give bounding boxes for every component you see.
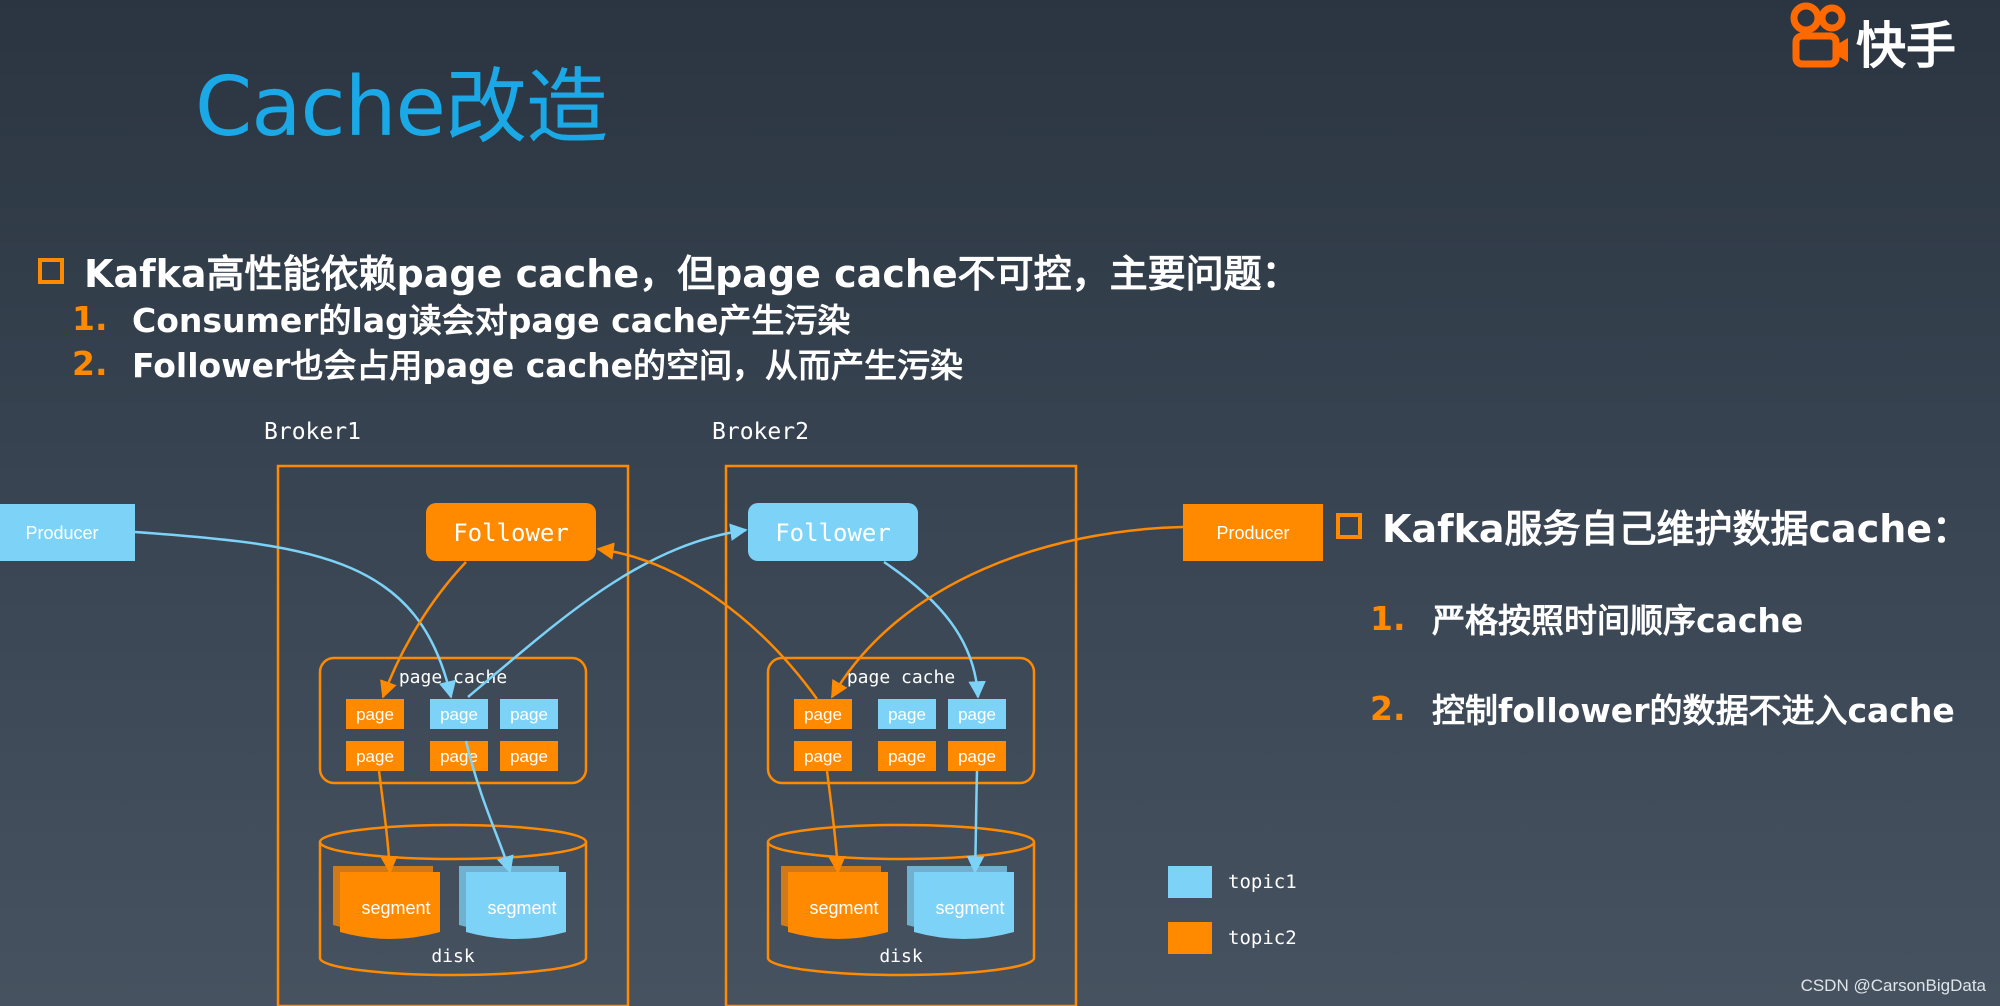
page-label: page [440, 705, 478, 724]
broker2-pages: page page page page page page [794, 699, 1006, 771]
square-bullet-icon [38, 257, 64, 284]
broker1-box [276, 464, 630, 1006]
legend-label-topic2: topic2 [1228, 927, 1297, 949]
page-topic2 [878, 741, 936, 771]
arrow-page-to-segment [966, 770, 985, 874]
problem-item: 1. Consumer的lag读会对page cache产生污染 [72, 294, 850, 342]
problem-item-number: 2. [72, 343, 108, 383]
page-topic1 [948, 699, 1006, 729]
page-label: page [356, 747, 394, 766]
page-topic2 [346, 699, 404, 729]
broker2-label: Broker2 [712, 419, 809, 445]
segment-topic1 [907, 866, 1014, 939]
segment-label: segment [487, 898, 556, 918]
producer-topic1-label: Producer [25, 523, 98, 543]
segment-topic2 [781, 866, 888, 939]
problem-item-text: Follower也会占用page cache的空间，从而产生污染 [132, 346, 963, 385]
broker1-pages: page page page page page page [346, 699, 558, 771]
legend-swatch-topic2 [1168, 922, 1212, 954]
solution-item-number: 2. [1370, 688, 1406, 728]
page-topic2 [794, 699, 852, 729]
producer-topic2-label: Producer [1216, 523, 1289, 543]
page-label: page [888, 747, 926, 766]
solution-item-text: 控制follower的数据不进入cache [1432, 691, 1955, 730]
problem-item-text: Consumer的lag读会对page cache产生污染 [132, 301, 851, 340]
page-topic1 [430, 699, 488, 729]
broker1-disk: segment segment disk [318, 823, 588, 977]
page-topic2 [346, 741, 404, 771]
solution-item-text: 严格按照时间顺序cache [1432, 601, 1804, 640]
broker1-page-cache-label: page cache [399, 667, 507, 688]
segment-label: segment [809, 898, 878, 918]
page-label: page [804, 747, 842, 766]
arrow-producer1-to-page [134, 530, 457, 699]
arrow-broker2-follower-to-page [883, 560, 986, 699]
problem-item: 2. Follower也会占用page cache的空间，从而产生污染 [72, 339, 963, 387]
broker1-page-cache [318, 656, 588, 785]
page-label: page [356, 705, 394, 724]
broker2-follower-label: Follower [775, 519, 891, 547]
page-topic1 [500, 699, 558, 729]
page-topic2 [430, 741, 488, 771]
watermark: CSDN @CarsonBigData [1800, 976, 1986, 995]
solution-heading-text: Kafka服务自己维护数据cache： [1382, 507, 1971, 551]
kuaishou-camera-icon [1790, 2, 1848, 68]
page-label: page [888, 705, 926, 724]
page-topic2 [948, 741, 1006, 771]
arrow-page-to-broker1-follower [596, 542, 819, 700]
broker2-page-cache-label: page cache [847, 667, 955, 688]
page-label: page [510, 747, 548, 766]
producer-topic2 [1183, 504, 1323, 561]
kuaishou-logo: 快手 [1790, 2, 1990, 75]
disk-label: disk [879, 946, 923, 967]
producer-topic1 [0, 504, 135, 561]
square-bullet-icon [1336, 512, 1362, 539]
segment-label: segment [935, 898, 1004, 918]
solution-heading: Kafka服务自己维护数据cache： [1336, 498, 1970, 553]
logo-text: 快手 [1856, 17, 1956, 75]
problem-heading-text: Kafka高性能依赖page cache，但page cache不可控，主要问题… [84, 252, 1300, 296]
solution-item: 1. 严格按照时间顺序cache [1370, 594, 1803, 642]
page-label: page [510, 705, 548, 724]
arrow-producer2-to-page [830, 525, 1184, 699]
legend-label-topic1: topic1 [1228, 871, 1297, 893]
page-label: page [958, 705, 996, 724]
broker2-page-cache [766, 656, 1036, 785]
disk-label: disk [431, 946, 475, 967]
page-label: page [804, 705, 842, 724]
broker2-follower [748, 503, 918, 561]
legend-swatch-topic1 [1168, 866, 1212, 898]
broker1-follower-label: Follower [453, 519, 569, 547]
solution-item-number: 1. [1370, 598, 1406, 638]
broker2-disk: segment segment disk [766, 823, 1036, 977]
page-topic2 [500, 741, 558, 771]
arrow-page-to-segment [464, 740, 514, 874]
problem-heading: Kafka高性能依赖page cache，但page cache不可控，主要问题… [38, 243, 1300, 298]
arrow-broker1-follower-to-page [380, 561, 467, 699]
arrow-page-to-segment [377, 770, 398, 874]
page-label: page [958, 747, 996, 766]
page-topic2 [794, 741, 852, 771]
segment-label: segment [361, 898, 430, 918]
slide-title: Cache改造 [195, 60, 608, 155]
segment-topic1 [459, 866, 566, 939]
arrow-page-to-broker2-follower [467, 523, 748, 698]
broker1-follower [426, 503, 596, 561]
arrow-page-to-segment [825, 770, 846, 874]
problem-item-number: 1. [72, 298, 108, 338]
segment-topic2 [333, 866, 440, 939]
page-topic1 [878, 699, 936, 729]
broker2-box [724, 464, 1078, 1006]
solution-item: 2. 控制follower的数据不进入cache [1370, 684, 1955, 732]
broker1-label: Broker1 [264, 419, 361, 445]
